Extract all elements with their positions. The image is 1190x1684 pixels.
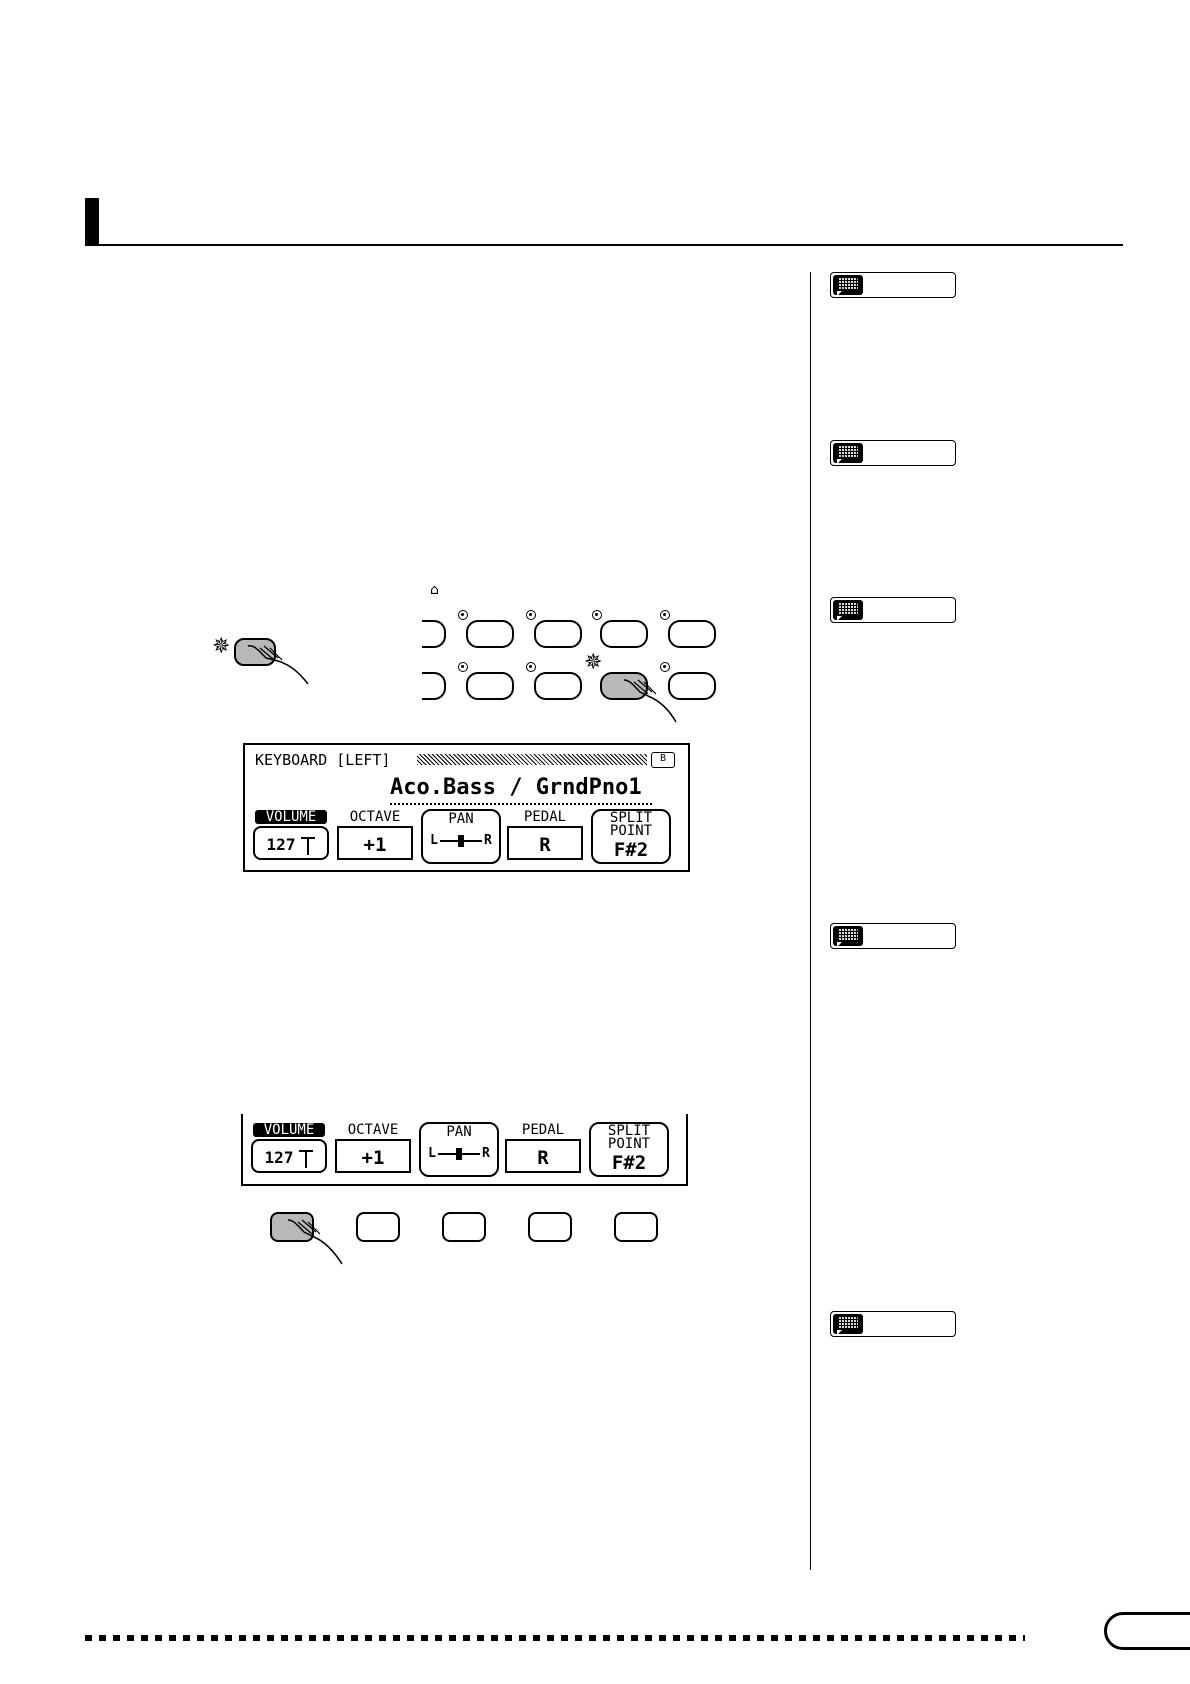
note-icon: [833, 275, 863, 296]
footer-dotted-rule: [85, 1635, 1025, 1641]
volume-label: VOLUME: [255, 810, 327, 824]
piano-icon: ⌂: [430, 582, 439, 598]
pan-label: PAN: [446, 1124, 472, 1140]
voice-button-selected[interactable]: [600, 672, 648, 700]
voice-button[interactable]: [422, 672, 446, 700]
volume-cell: VOLUME 127: [249, 1122, 329, 1177]
octave-cell: OCTAVE +1: [335, 809, 415, 864]
led-indicator: [660, 662, 670, 672]
pan-label: PAN: [448, 811, 474, 827]
pan-slider-icon: [438, 1147, 480, 1160]
lcd-title: KEYBOARD [LEFT]: [255, 751, 391, 769]
split-point-soft-button[interactable]: [614, 1212, 658, 1242]
pan-soft-button[interactable]: [442, 1212, 486, 1242]
led-indicator: [526, 662, 536, 672]
voice-button[interactable]: [668, 672, 716, 700]
note-tab: [830, 1311, 956, 1337]
voice-button[interactable]: [534, 672, 582, 700]
voice-button[interactable]: [668, 620, 716, 648]
split-label: SPLIT POINT: [607, 1123, 651, 1152]
page-number-tab: [1104, 1612, 1190, 1650]
volume-value: 127: [251, 1139, 327, 1173]
note-tab: [830, 597, 956, 623]
led-flash-icon: ✵: [584, 650, 603, 675]
octave-label: OCTAVE: [347, 1122, 399, 1138]
volume-slider-icon: [299, 1149, 314, 1168]
pedal-cell: PEDAL R: [503, 1122, 583, 1177]
split-point-value: F#2: [613, 839, 649, 861]
octave-soft-button[interactable]: [356, 1212, 400, 1242]
voice-button[interactable]: [466, 672, 514, 700]
led-indicator: [660, 610, 670, 620]
volume-value: 127: [253, 826, 329, 860]
split-point-value: F#2: [611, 1152, 647, 1174]
keyboard-left-button[interactable]: [234, 638, 276, 666]
led-indicator: [458, 610, 468, 620]
voice-button[interactable]: [600, 620, 648, 648]
lcd-dotted-rule: [390, 803, 652, 805]
hand-icon: [623, 679, 677, 723]
split-point-cell: SPLIT POINT F#2: [591, 809, 671, 864]
octave-value: +1: [335, 1139, 411, 1173]
split-label: SPLIT POINT: [609, 810, 653, 839]
volume-cell: VOLUME 127: [251, 809, 331, 864]
pedal-label: PEDAL: [521, 1122, 565, 1138]
voice-button[interactable]: [466, 620, 514, 648]
octave-value: +1: [337, 826, 413, 860]
voice-button[interactable]: [422, 620, 446, 648]
note-tab: [830, 272, 956, 298]
split-point-cell: SPLIT POINT F#2: [589, 1122, 669, 1177]
octave-label: OCTAVE: [349, 809, 401, 825]
volume-slider-icon: [301, 836, 316, 855]
pedal-label: PEDAL: [523, 809, 567, 825]
lcd-voice-name: Aco.Bass / GrndPno1: [390, 775, 642, 800]
note-icon: [833, 443, 863, 464]
lcd-hatch-bar: [417, 754, 647, 765]
led-indicator: [592, 610, 602, 620]
note-icon: [833, 926, 863, 947]
note-icon: [833, 600, 863, 621]
pedal-value: R: [507, 826, 583, 860]
pedal-cell: PEDAL R: [505, 809, 585, 864]
section-marker: [85, 198, 99, 246]
led-flash-icon: ✵: [212, 634, 231, 659]
lcd-display: KEYBOARD [LEFT] B Aco.Bass / GrndPno1 VO…: [243, 743, 690, 872]
note-tab: [830, 923, 956, 949]
led-indicator: [458, 662, 468, 672]
led-indicator: [526, 610, 536, 620]
volume-label: VOLUME: [253, 1123, 325, 1137]
header-rule: [85, 244, 1123, 246]
note-tab: [830, 440, 956, 466]
octave-cell: OCTAVE +1: [333, 1122, 413, 1177]
hand-icon: [247, 644, 309, 685]
note-icon: [833, 1314, 863, 1335]
hand-icon: [287, 1219, 343, 1265]
pedal-soft-button[interactable]: [528, 1212, 572, 1242]
pedal-value: R: [505, 1139, 581, 1173]
lcd-page-indicator: B: [651, 752, 675, 768]
pan-slider-icon: [440, 834, 482, 847]
voice-button[interactable]: [534, 620, 582, 648]
sidebar-divider: [810, 272, 811, 1570]
